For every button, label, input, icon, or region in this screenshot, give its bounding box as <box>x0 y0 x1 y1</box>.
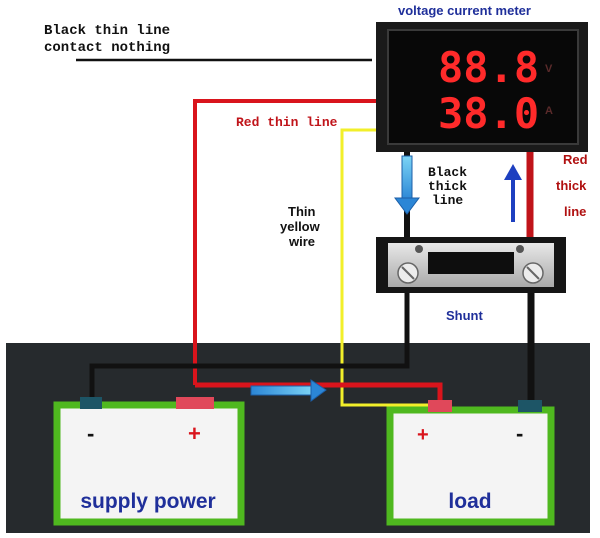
supply-battery-body <box>53 401 245 526</box>
yellow-label-2: yellow <box>280 219 321 234</box>
red-thick-label-3: line <box>564 204 586 219</box>
down-arrow-icon <box>394 155 420 215</box>
black-supply-shunt-wire <box>89 286 410 398</box>
voltage-current-meter: 88.8 38.0 V A <box>376 22 588 152</box>
load-label: load <box>448 490 491 513</box>
supply-minus-terminal <box>80 397 102 409</box>
load-battery-body <box>386 406 555 526</box>
load-battery: + - load <box>386 400 555 526</box>
supply-plus-sign: + <box>188 421 201 446</box>
note-line-1: Black thin line <box>44 23 170 39</box>
red-thin-label: Red thin line <box>236 115 338 130</box>
shunt-slot <box>428 252 514 274</box>
yellow-wire <box>340 128 438 407</box>
shunt <box>376 237 566 293</box>
supply-power-label: supply power <box>80 490 215 513</box>
note-line-2: contact nothing <box>44 40 170 56</box>
shunt-left-terminal-icon <box>415 245 423 253</box>
supply-battery: - + supply power <box>53 397 245 526</box>
up-arrow-icon <box>504 164 522 222</box>
red-supply-load-wire <box>195 382 443 400</box>
black-thick-label-1: Black <box>428 165 467 180</box>
red-thick-label-1: Red <box>563 152 588 167</box>
yellow-label-3: wire <box>288 234 315 249</box>
load-minus-sign: - <box>516 421 523 446</box>
current-display: 38.0 <box>438 89 539 138</box>
voltage-unit: V <box>545 63 553 75</box>
shunt-label: Shunt <box>446 308 483 323</box>
supply-minus-sign: - <box>87 421 94 446</box>
meter-screen <box>387 29 579 145</box>
supply-plus-terminal <box>176 397 214 409</box>
black-thick-label-3: line <box>432 193 463 208</box>
red-thin-wire <box>193 99 380 385</box>
voltage-display: 88.8 <box>438 43 539 92</box>
black-thick-label-2: thick <box>428 179 467 194</box>
red-thick-label-2: thick <box>556 178 587 193</box>
load-plus-terminal <box>428 400 452 412</box>
right-arrow-icon <box>250 379 327 402</box>
current-unit: A <box>545 105 553 117</box>
meter-title: voltage current meter <box>398 3 531 18</box>
load-minus-terminal <box>518 400 542 412</box>
shunt-right-terminal-icon <box>516 245 524 253</box>
yellow-label-1: Thin <box>288 204 315 219</box>
load-plus-sign: + <box>417 424 429 446</box>
